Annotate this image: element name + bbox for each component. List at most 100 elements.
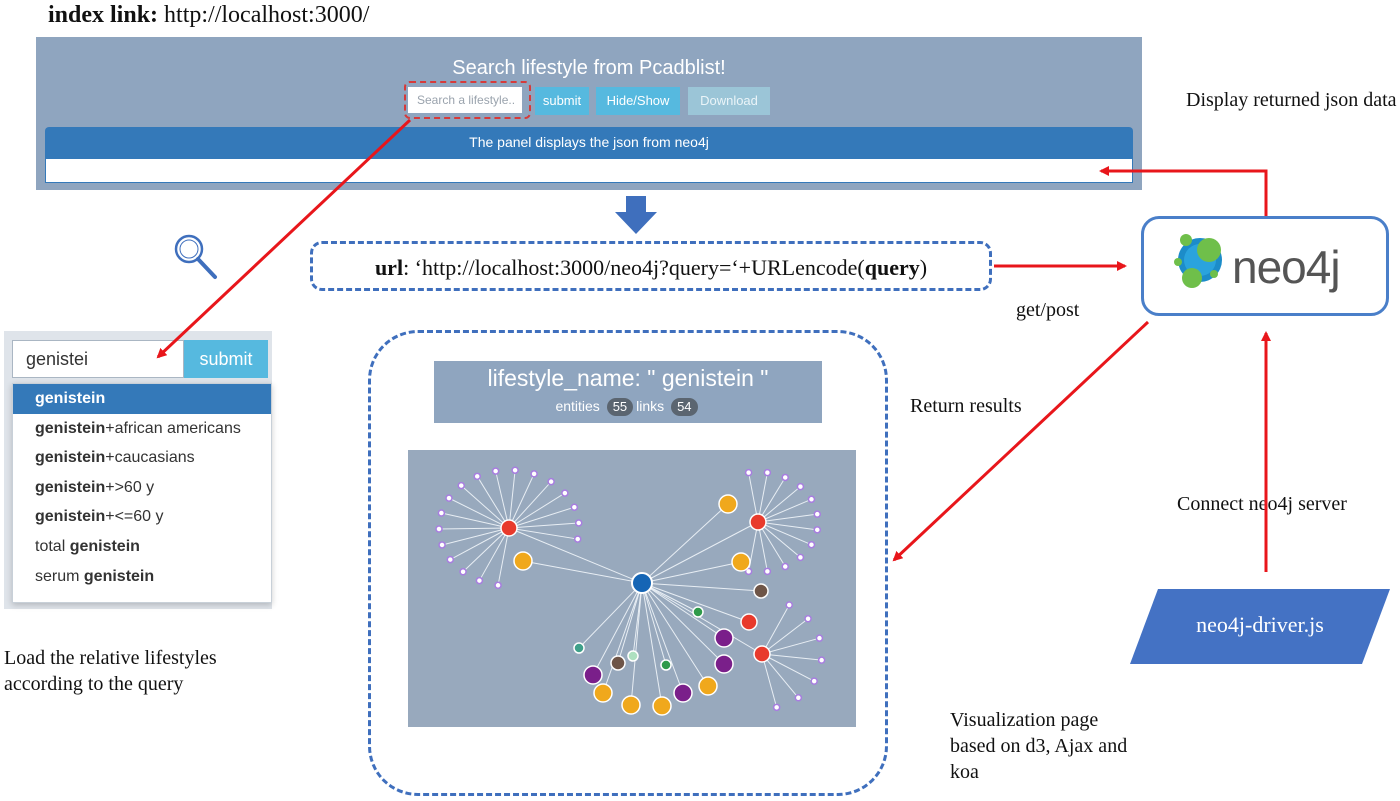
graph-node[interactable]	[794, 694, 803, 702]
graph-node[interactable]	[573, 642, 585, 654]
graph-edge	[508, 527, 643, 584]
url-suffix: )	[919, 255, 928, 280]
autocomplete-item[interactable]: genistein+caucasians	[35, 449, 195, 467]
graph-edge	[641, 582, 667, 666]
graph-node[interactable]	[763, 567, 772, 576]
graph-node[interactable]	[573, 535, 582, 543]
graph-node[interactable]	[744, 567, 753, 576]
graph-hub-node[interactable]	[753, 645, 771, 663]
graph-node[interactable]	[815, 634, 824, 642]
graph-node[interactable]	[796, 553, 805, 562]
graph-node[interactable]	[530, 470, 538, 478]
graph-edge	[508, 492, 566, 529]
url-query: query	[864, 255, 920, 280]
autocomplete-input[interactable]: genistei	[12, 340, 184, 378]
graph-node[interactable]	[652, 696, 672, 716]
graph-node[interactable]	[673, 683, 693, 703]
graph-node[interactable]	[817, 656, 826, 664]
graph-node[interactable]	[446, 555, 455, 564]
graph-edge	[630, 582, 643, 706]
graph-node[interactable]	[763, 468, 772, 477]
graph-node[interactable]	[796, 482, 805, 491]
graph-edge	[462, 527, 510, 573]
graph-node[interactable]	[621, 695, 641, 715]
graph-node[interactable]	[714, 654, 734, 674]
autocomplete-item[interactable]: serum genistein	[35, 567, 155, 585]
autocomplete-list: genistein genistein+african americans ge…	[12, 383, 272, 603]
graph-edge	[508, 527, 578, 540]
graph-node[interactable]	[475, 576, 484, 585]
links-count-badge: 54	[671, 398, 698, 416]
autocomplete-item[interactable]: genistein+african americans	[35, 419, 241, 437]
graph-node[interactable]	[731, 552, 751, 572]
graph-edge	[522, 560, 643, 584]
autocomplete-item[interactable]: genistein+<=60 y	[35, 508, 164, 526]
graph-node[interactable]	[445, 494, 453, 502]
note-connect: Connect neo4j server	[1177, 493, 1347, 515]
neo4j-logo-icon	[1174, 234, 1222, 288]
graph-node[interactable]	[583, 665, 603, 685]
graph-edge	[508, 506, 575, 529]
hide-show-button[interactable]: Hide/Show	[596, 87, 680, 115]
autocomplete-item[interactable]: total genistein	[35, 537, 140, 555]
graph-node[interactable]	[807, 495, 816, 504]
graph-node[interactable]	[570, 503, 579, 511]
graph-edge	[439, 527, 510, 530]
graph-node[interactable]	[772, 703, 781, 712]
graph-edge	[497, 527, 510, 586]
graph-node[interactable]	[437, 509, 446, 517]
graph-node[interactable]	[781, 473, 789, 482]
graph-edge	[508, 473, 535, 529]
entities-count-badge: 55	[606, 398, 634, 416]
network-graph[interactable]	[408, 450, 856, 727]
graph-node[interactable]	[547, 477, 555, 486]
graph-edge	[761, 653, 822, 661]
graph-node[interactable]	[593, 683, 613, 703]
graph-hub-node[interactable]	[749, 513, 767, 531]
graph-edge	[641, 561, 742, 584]
graph-node[interactable]	[494, 581, 502, 590]
graph-center-node[interactable]	[631, 572, 653, 594]
url-text: url: ‘http://localhost:3000/neo4j?query=…	[310, 255, 992, 281]
graph-edge	[495, 470, 510, 529]
graph-edge	[641, 582, 750, 623]
graph-node[interactable]	[627, 650, 639, 662]
submit-button[interactable]: submit	[535, 87, 589, 115]
graph-node[interactable]	[740, 613, 758, 631]
graph-node[interactable]	[561, 489, 569, 497]
graph-node[interactable]	[491, 467, 500, 475]
graph-node[interactable]	[807, 540, 816, 549]
graph-hub-node[interactable]	[500, 519, 518, 537]
graph-node[interactable]	[804, 615, 812, 623]
graph-node[interactable]	[438, 541, 446, 549]
graph-node[interactable]	[785, 601, 793, 609]
graph-node[interactable]	[511, 466, 519, 474]
graph-node[interactable]	[718, 494, 738, 514]
graph-node[interactable]	[692, 606, 704, 618]
graph-node[interactable]	[457, 481, 466, 490]
index-link-url[interactable]: http://localhost:3000/	[164, 2, 370, 28]
graph-node[interactable]	[810, 677, 818, 685]
graph-node[interactable]	[753, 583, 769, 599]
download-button[interactable]: Download	[688, 87, 770, 115]
graph-node[interactable]	[744, 468, 753, 477]
autocomplete-item[interactable]: genistein	[13, 384, 271, 414]
graph-node[interactable]	[435, 525, 443, 533]
autocomplete-submit-button[interactable]: submit	[184, 340, 268, 378]
graph-node[interactable]	[610, 655, 626, 671]
search-input[interactable]: Search a lifestyle..	[408, 87, 522, 113]
index-link-label: index link:	[48, 2, 159, 28]
visualization-title: lifestyle_name: " genistein "	[487, 365, 769, 391]
graph-node[interactable]	[473, 472, 481, 481]
graph-node[interactable]	[714, 628, 734, 648]
graph-node[interactable]	[574, 519, 583, 527]
graph-node[interactable]	[813, 526, 822, 534]
autocomplete-item[interactable]: genistein+>60 y	[35, 478, 155, 496]
graph-node[interactable]	[513, 551, 533, 571]
graph-node[interactable]	[698, 676, 718, 696]
graph-node[interactable]	[781, 562, 789, 571]
graph-node[interactable]	[660, 659, 672, 671]
graph-node[interactable]	[459, 568, 467, 576]
graph-edge	[757, 513, 818, 523]
graph-node[interactable]	[813, 510, 822, 518]
